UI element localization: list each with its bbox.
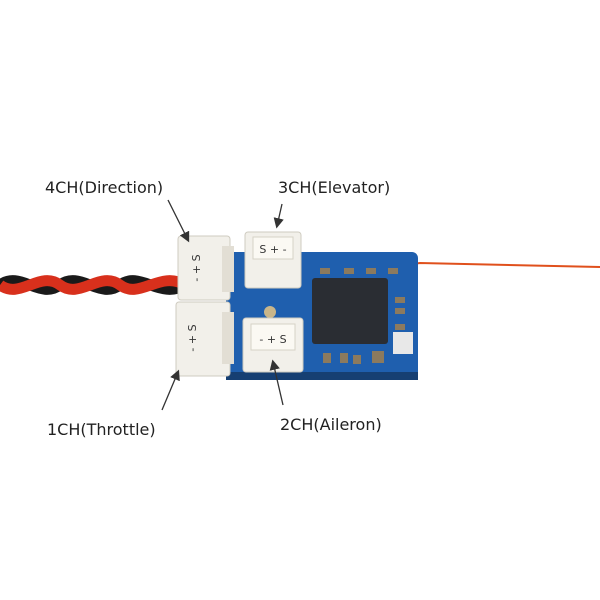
arrow-ch2 xyxy=(269,359,284,406)
arrow-ch4 xyxy=(167,199,190,243)
connector-ch1 xyxy=(175,301,234,377)
servo-wire xyxy=(0,275,188,295)
led xyxy=(264,306,276,318)
connector-ch3 xyxy=(244,231,302,289)
connector-ch2 xyxy=(242,317,304,373)
pcb-edge xyxy=(226,372,418,380)
pin-label-ch1: - + S xyxy=(186,324,199,351)
arrow-ch3 xyxy=(273,203,284,229)
pin-label-ch3: S + - xyxy=(259,243,286,256)
connector-ch4 xyxy=(177,235,234,301)
label-4ch-direction: 4CH(Direction) xyxy=(45,178,164,197)
smd-components xyxy=(320,268,405,364)
label-3ch-elevator: 3CH(Elevator) xyxy=(278,178,391,197)
pin-label-ch4: - + S xyxy=(190,254,203,281)
label-2ch-aileron: 2CH(Aileron) xyxy=(280,415,382,434)
label-1ch-throttle: 1CH(Throttle) xyxy=(47,420,156,439)
arrow-ch1 xyxy=(161,369,180,411)
crystal xyxy=(393,332,413,354)
antenna-wire xyxy=(404,261,600,268)
mcu-chip xyxy=(312,278,388,344)
pin-label-ch2: - + S xyxy=(259,333,286,346)
